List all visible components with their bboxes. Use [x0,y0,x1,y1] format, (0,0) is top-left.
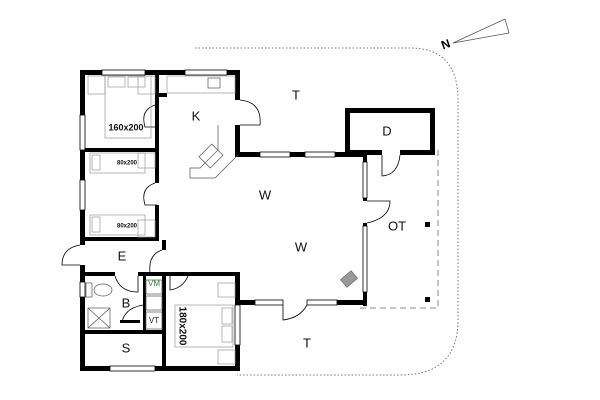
fixture-label-washing-machine: VM [148,279,160,288]
terrace-post [425,297,430,302]
north-arrow-icon: N [439,18,510,52]
room-label-living-2: W [295,239,308,254]
fireplace [340,270,358,288]
single-bed-1 [89,152,146,174]
bed-label-single-1: 80x200 [117,161,138,167]
terrace-post [425,222,430,227]
plot-boundary [195,47,459,376]
room-label-terrace-south: T [303,335,311,350]
double-bed-1 [104,75,152,139]
double-bed-2 [174,304,234,348]
covered-terrace-outline [360,148,439,309]
single-bed-2 [89,214,146,236]
fixture-label-water-heater: VT [149,316,159,325]
doors [61,99,401,323]
bed-label-double-1: 160x200 [108,122,143,132]
room-label-terrace-north: T [292,87,300,102]
walls [80,70,435,371]
room-label-storage: D [382,123,391,138]
room-label-kitchen: K [192,108,201,123]
room-label-covered-terrace: OT [388,218,406,233]
north-label: N [439,36,452,52]
bed-label-double-2: 180x200 [176,307,187,346]
room-label-bathroom: B [122,295,131,310]
room-label-utility: S [122,340,131,355]
room-label-entrance: E [118,248,127,263]
furniture [85,75,239,365]
room-label-living-1: W [259,187,272,202]
bed-label-single-2: 80x200 [117,224,138,230]
windows [79,69,368,372]
